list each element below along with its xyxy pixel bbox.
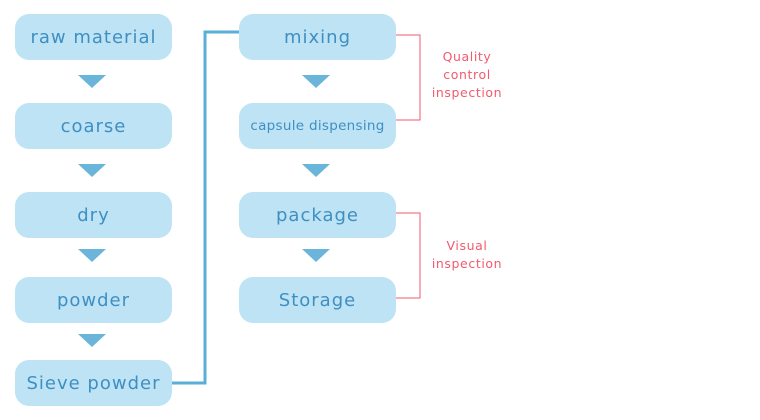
column-connector — [172, 30, 240, 385]
down-arrow-icon — [78, 249, 106, 262]
down-arrow-icon — [78, 164, 106, 177]
down-arrow-icon — [302, 164, 330, 177]
step-package: package — [239, 192, 396, 238]
step-mixing: mixing — [239, 14, 396, 60]
step-capsule-dispensing: capsule dispensing — [239, 103, 396, 149]
step-raw-material: raw material — [15, 14, 172, 60]
note-line: inspection — [431, 85, 503, 100]
quality-control-note: Quality control inspection — [428, 48, 506, 102]
down-arrow-icon — [302, 249, 330, 262]
note-line: inspection — [431, 256, 503, 271]
down-arrow-icon — [302, 75, 330, 88]
note-line: Visual — [446, 238, 488, 253]
step-sieve-powder: Sieve powder — [15, 360, 172, 406]
visual-inspection-note: Visual inspection — [428, 237, 506, 273]
step-dry: dry — [15, 192, 172, 238]
note-line: control — [443, 67, 491, 82]
step-storage: Storage — [239, 277, 396, 323]
quality-bracket — [396, 34, 421, 121]
down-arrow-icon — [78, 75, 106, 88]
visual-bracket — [396, 212, 421, 299]
step-coarse: coarse — [15, 103, 172, 149]
note-line: Quality — [442, 49, 492, 64]
down-arrow-icon — [78, 334, 106, 347]
step-powder: powder — [15, 277, 172, 323]
